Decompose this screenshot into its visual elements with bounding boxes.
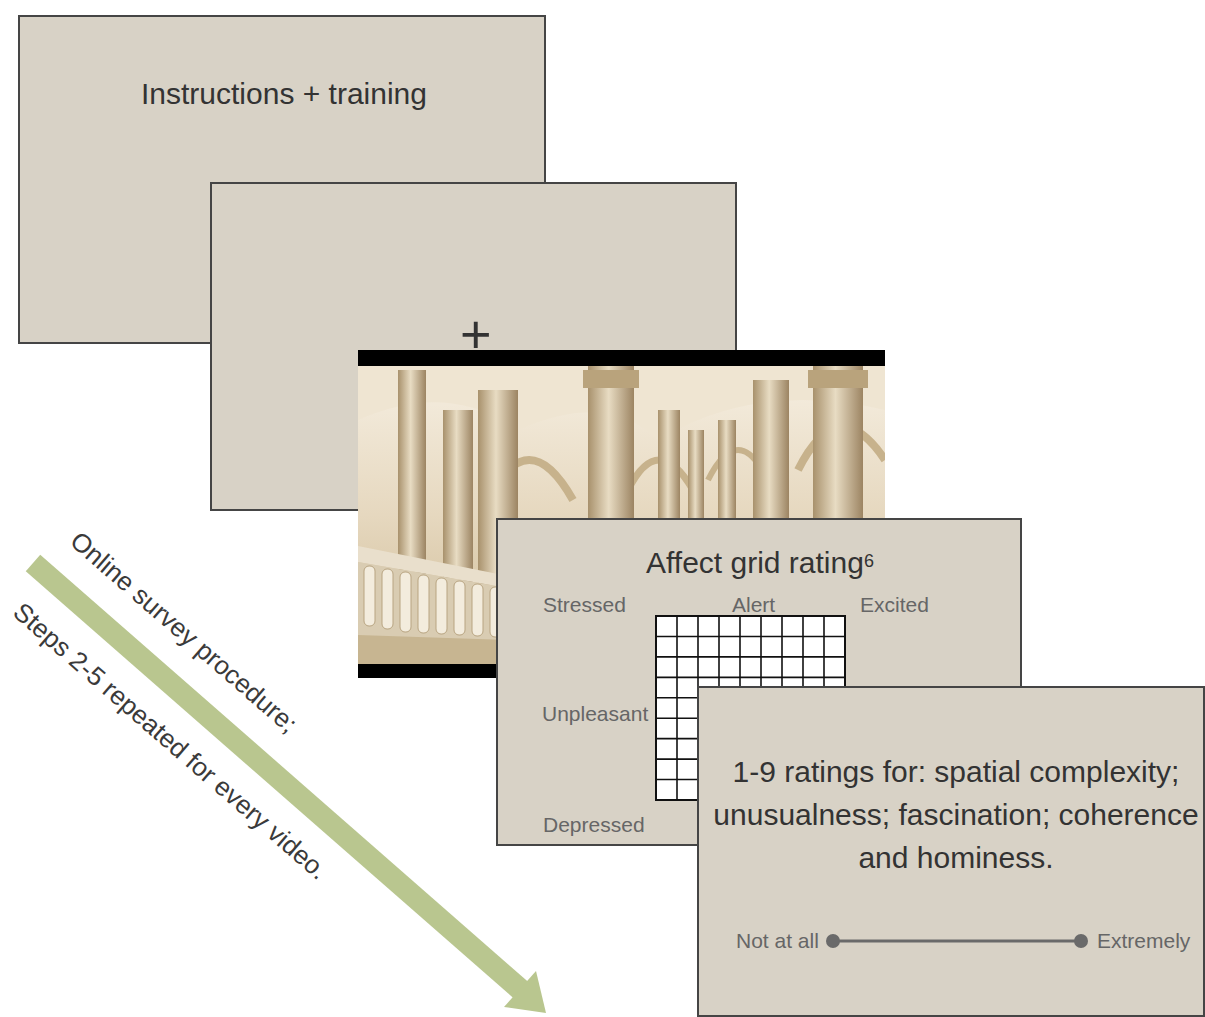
text-holder: Excited	[860, 593, 929, 617]
panel-heading: 1-9 ratings for: spatial complexity; unu…	[711, 750, 1201, 879]
text-holder: Stressed	[543, 593, 626, 617]
rating-slider	[823, 931, 1093, 951]
footnote-number: 6	[864, 551, 874, 571]
text-holder: Affect grid rating6	[646, 546, 874, 581]
text-holder: Depressed	[543, 813, 645, 837]
panel-label: Depressed	[543, 813, 645, 836]
text-holder: 1-9 ratings for: spatial complexity; unu…	[711, 750, 1201, 879]
panel-label: Excited	[860, 593, 929, 616]
panel-heading: Affect grid rating	[646, 546, 864, 579]
text-holder: Alert	[732, 593, 775, 617]
text-holder: Not at all	[736, 929, 819, 953]
arrow-head	[504, 971, 546, 1013]
panel-label: Not at all	[736, 929, 819, 952]
procedure-note: Steps 2-5 repeated for every video.	[9, 598, 333, 884]
panel-label: Extremely	[1097, 929, 1190, 952]
text-holder: Unpleasant	[542, 702, 648, 726]
screen-panel: 1-9 ratings for: spatial complexity; unu…	[697, 686, 1205, 1017]
panel-label: Alert	[732, 593, 775, 616]
text-holder: Instructions + training	[141, 77, 427, 112]
arrow-shaft	[33, 563, 522, 991]
panel-label: Unpleasant	[542, 702, 648, 725]
panel-label: Stressed	[543, 593, 626, 616]
panel-heading: Instructions + training	[141, 77, 427, 110]
text-holder: Extremely	[1097, 929, 1190, 953]
